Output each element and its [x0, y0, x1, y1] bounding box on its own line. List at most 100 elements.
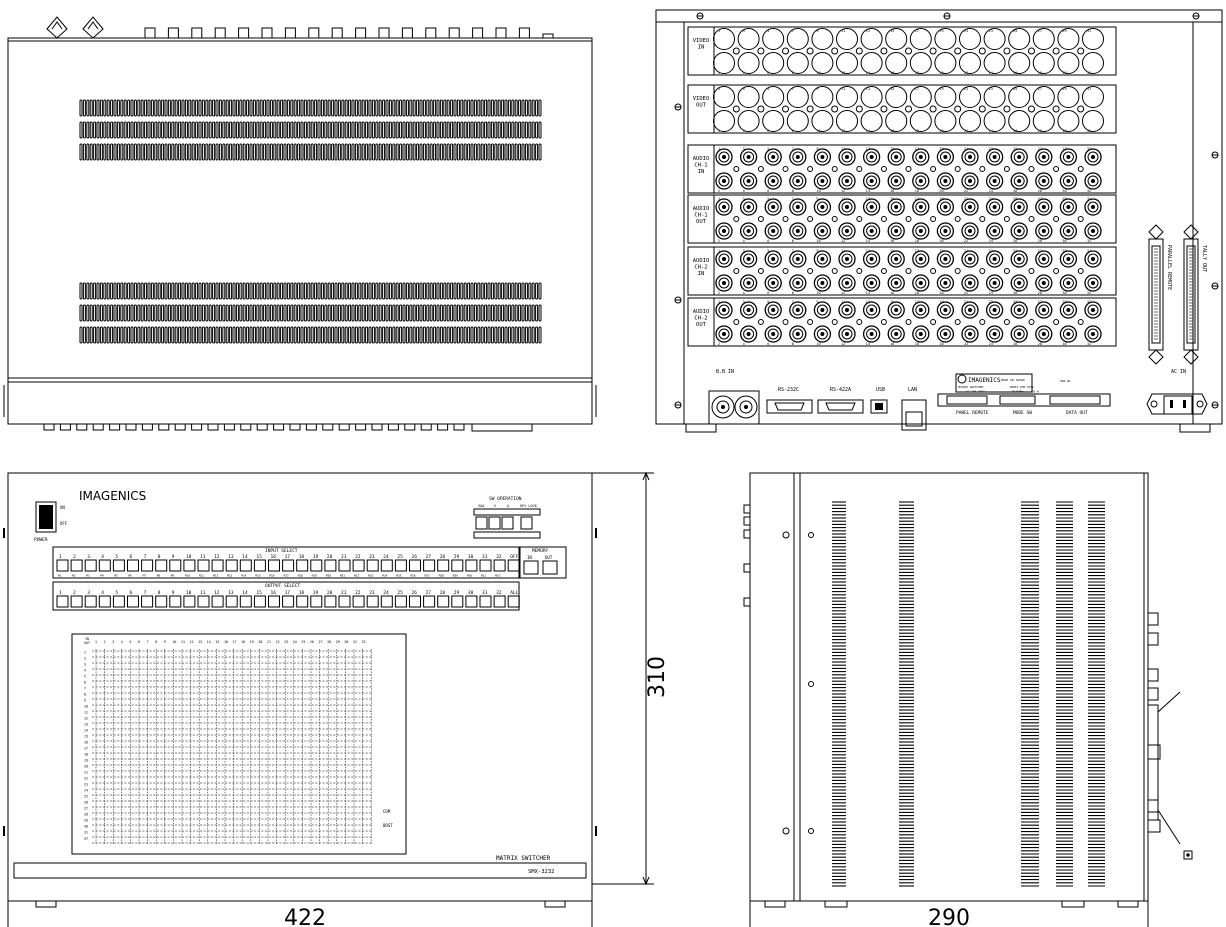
input-button-6[interactable] [127, 559, 139, 572]
output-button-7[interactable] [141, 595, 154, 608]
output-button-23[interactable] [366, 595, 379, 608]
input-button-3[interactable] [84, 559, 97, 572]
input-button-26[interactable] [409, 559, 421, 572]
input-button-22[interactable] [352, 559, 365, 572]
input-button-8[interactable] [155, 559, 168, 572]
output-button-22[interactable] [352, 595, 365, 608]
sw-operation-button[interactable] [520, 516, 533, 530]
input-button-32[interactable] [493, 559, 506, 572]
output-button-30[interactable] [465, 595, 478, 608]
front-tab [109, 423, 121, 431]
output-button-16[interactable] [268, 595, 280, 608]
input-button-27[interactable] [423, 559, 436, 572]
sw-operation-button[interactable] [475, 516, 488, 530]
vent-slot [467, 282, 471, 300]
input-button-4[interactable] [98, 559, 111, 572]
output-button-10[interactable] [183, 595, 196, 608]
output-button-6[interactable] [127, 595, 139, 608]
output-button-4[interactable] [98, 595, 111, 608]
input-button-2[interactable] [70, 559, 83, 572]
output-button-8[interactable] [155, 595, 168, 608]
output-number: 30 [468, 590, 474, 596]
input-button-28[interactable] [437, 559, 450, 572]
vent-slot [147, 143, 151, 161]
output-button-13[interactable] [225, 595, 238, 608]
output-button-2[interactable] [70, 595, 83, 608]
output-button-32[interactable] [493, 595, 506, 608]
input-button-18[interactable] [296, 559, 309, 572]
power-switch[interactable] [35, 501, 57, 533]
output-button-15[interactable] [253, 595, 266, 608]
output-button-ALL[interactable] [507, 595, 520, 608]
vent-slot [433, 143, 437, 161]
rear-connector-top-tab [167, 27, 179, 39]
input-button-31[interactable] [479, 559, 492, 572]
output-button-11[interactable] [197, 595, 210, 608]
input-button-15[interactable] [253, 559, 266, 572]
input-button-29[interactable] [451, 559, 464, 572]
output-button-20[interactable] [324, 595, 337, 608]
input-button-24[interactable] [380, 559, 393, 572]
output-button-12[interactable] [211, 595, 224, 608]
input-button-OFF[interactable] [507, 559, 520, 572]
bnc-connector-icon [1008, 52, 1031, 74]
rca-connector-icon [764, 325, 782, 343]
output-button-31[interactable] [479, 595, 492, 608]
output-button-27[interactable] [423, 595, 436, 608]
vent-slot [382, 99, 386, 117]
output-button-28[interactable] [437, 595, 450, 608]
output-button-9[interactable] [169, 595, 182, 608]
output-button-17[interactable] [282, 595, 295, 608]
input-button-20[interactable] [324, 559, 337, 572]
input-button-21[interactable] [338, 559, 351, 572]
vent-slot [130, 304, 134, 322]
output-button-24[interactable] [380, 595, 393, 608]
output-button-18[interactable] [296, 595, 309, 608]
input-button-16[interactable] [268, 559, 280, 572]
memory-in-button[interactable] [523, 560, 539, 575]
output-button-21[interactable] [338, 595, 351, 608]
memory-out-button[interactable] [542, 560, 558, 575]
input-button-13[interactable] [225, 559, 238, 572]
port-number-top: 7 [792, 87, 794, 91]
port-number-top: 31 [1087, 197, 1091, 201]
vent-slot [198, 143, 202, 161]
output-button-1[interactable] [56, 595, 69, 608]
output-button-3[interactable] [84, 595, 97, 608]
input-button-11[interactable] [197, 559, 210, 572]
port-number-top: 25 [1013, 300, 1017, 304]
input-button-25[interactable] [394, 559, 407, 572]
output-button-26[interactable] [409, 595, 421, 608]
vent-slot [82, 121, 86, 139]
output-button-5[interactable] [112, 595, 125, 608]
input-number: 18 [299, 554, 305, 560]
input-button-30[interactable] [465, 559, 478, 572]
vent-slot [426, 326, 430, 344]
input-button-12[interactable] [211, 559, 224, 572]
input-button-9[interactable] [169, 559, 182, 572]
sw-operation-button[interactable] [501, 516, 514, 530]
input-button-1[interactable] [56, 559, 69, 572]
vent-slot [535, 282, 539, 300]
vent-slot [501, 326, 505, 344]
output-button-19[interactable] [310, 595, 323, 608]
rca-connector-icon [887, 250, 905, 268]
screw-icon [757, 268, 764, 274]
input-button-19[interactable] [310, 559, 323, 572]
output-button-29[interactable] [451, 595, 464, 608]
input-button-5[interactable] [112, 559, 125, 572]
vent-slot [266, 143, 270, 161]
handle-left-icon [46, 16, 68, 39]
sw-operation-button[interactable] [488, 516, 501, 530]
port-number-bottom: 26 [1013, 189, 1017, 193]
input-button-23[interactable] [366, 559, 379, 572]
vent-slot [235, 282, 239, 300]
input-button-7[interactable] [141, 559, 154, 572]
input-button-10[interactable] [183, 559, 196, 572]
input-button-14[interactable] [239, 559, 252, 572]
output-button-14[interactable] [239, 595, 252, 608]
input-button-17[interactable] [282, 559, 295, 572]
port-number-top: 7 [792, 249, 794, 253]
output-button-25[interactable] [394, 595, 407, 608]
